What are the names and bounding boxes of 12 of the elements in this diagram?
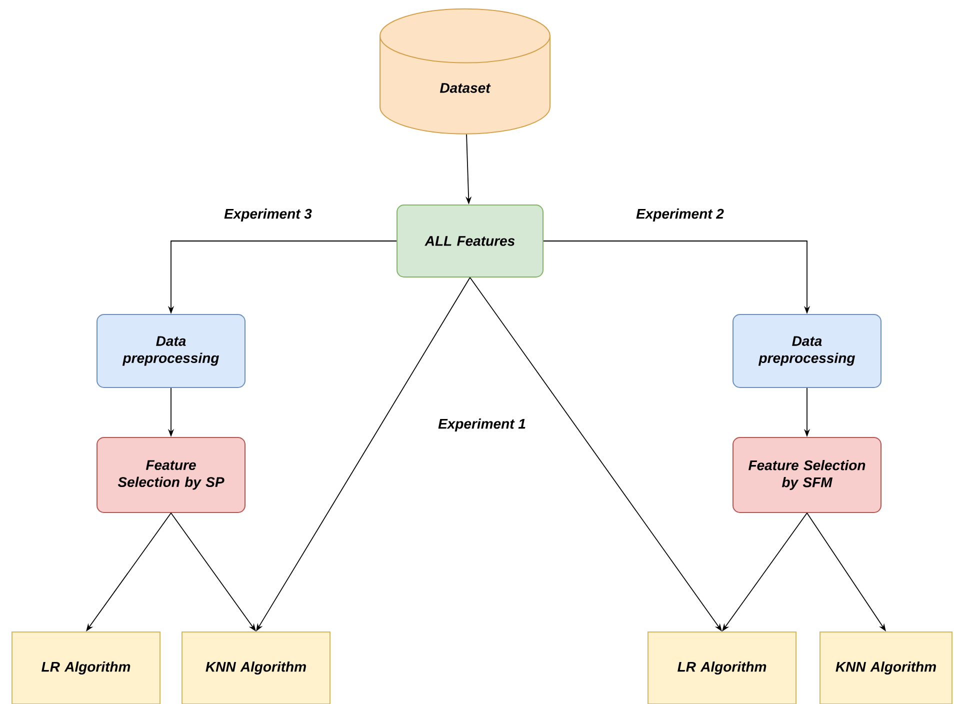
process-box: Feature Selection by SFM xyxy=(732,437,882,513)
process-box: ALL Features xyxy=(396,204,544,278)
process-box: Data preprocessing xyxy=(96,314,246,388)
process-box: Feature Selection by SP xyxy=(96,437,246,513)
edge-label: Experiment 3 xyxy=(222,206,314,224)
edge-label: Experiment 2 xyxy=(634,206,726,224)
algorithm-box: KNN Algorithm xyxy=(820,632,952,704)
process-box: Data preprocessing xyxy=(732,314,882,388)
algorithm-box: LR Algorithm xyxy=(12,632,160,704)
experiment-label: Experiment 1 xyxy=(438,418,526,432)
algorithm-box: KNN Algorithm xyxy=(182,632,330,704)
algorithm-box: LR Algorithm xyxy=(648,632,796,704)
